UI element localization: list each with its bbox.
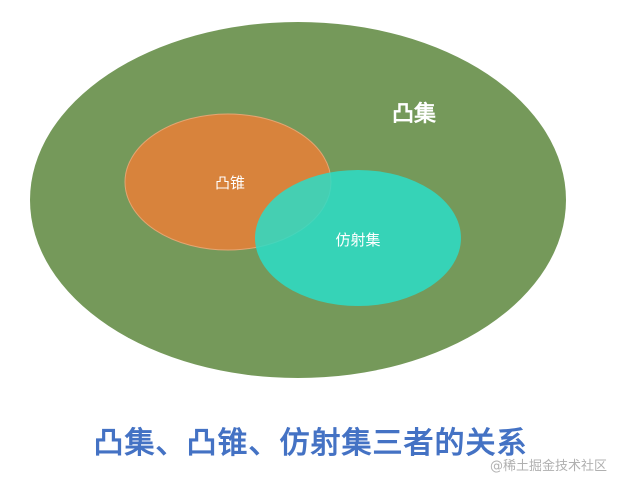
affine-set-label: 仿射集 xyxy=(335,231,380,249)
affine-set-ellipse xyxy=(255,170,461,306)
venn-diagram: 凸集 凸锥 仿射集 xyxy=(30,22,566,378)
convex-set-label: 凸集 xyxy=(392,101,437,127)
watermark: @稀土掘金技术社区 xyxy=(489,459,607,474)
convex-cone-label: 凸锥 xyxy=(215,174,245,192)
diagram-caption: 凸集、凸锥、仿射集三者的关系 xyxy=(93,426,528,461)
